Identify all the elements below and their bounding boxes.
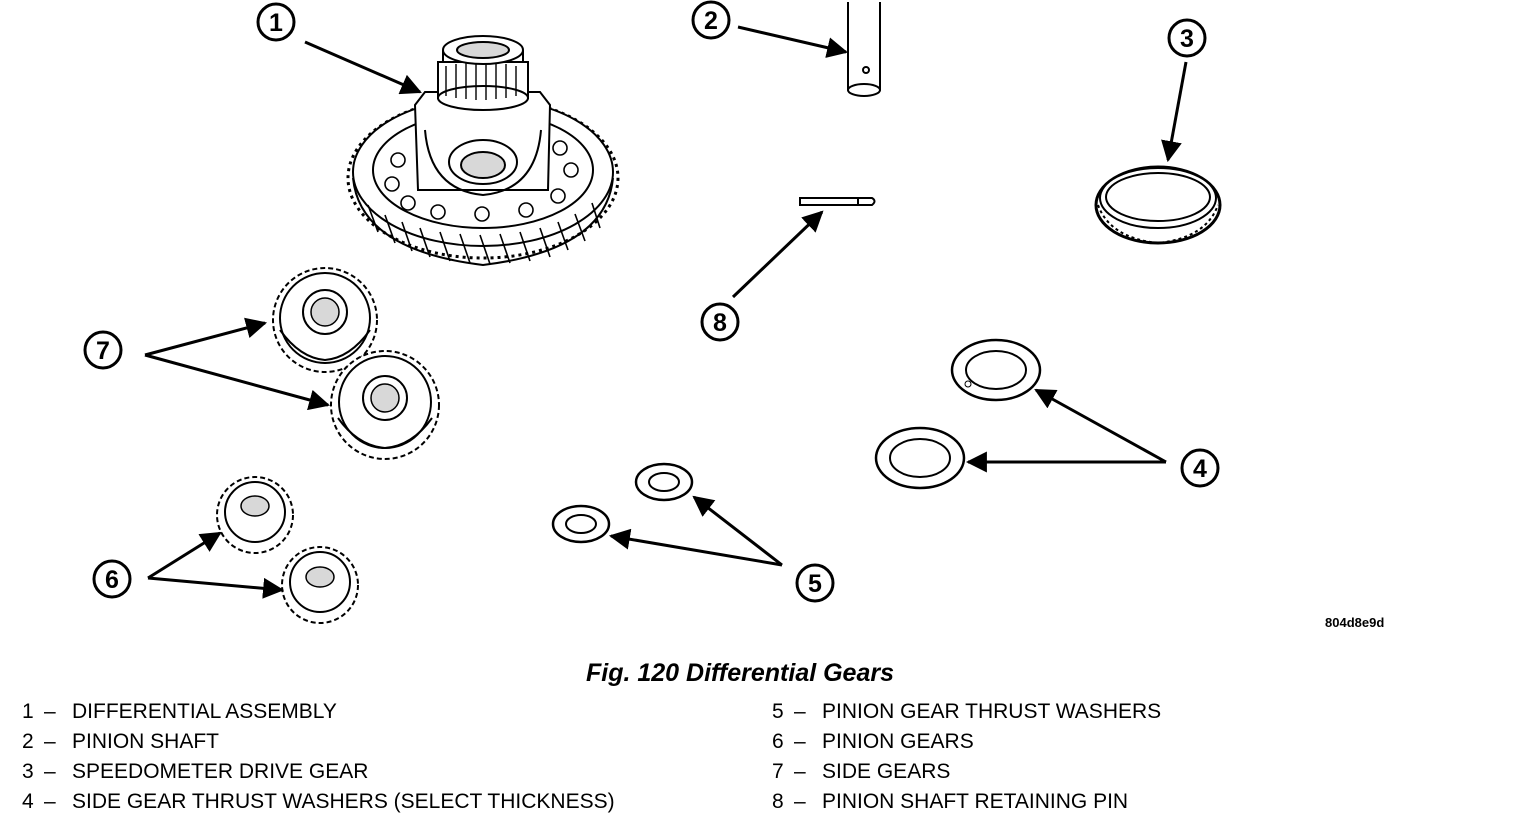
svg-text:7: 7	[96, 337, 110, 365]
arrow-1	[304, 40, 422, 95]
svg-text:1: 1	[269, 9, 283, 37]
legend-text: PINION GEARS	[822, 730, 974, 753]
arrow-5b	[608, 528, 783, 567]
legend-number: 2	[22, 730, 34, 753]
legend-item-6: 6–PINION GEARS	[772, 727, 1161, 757]
arrow-7a	[144, 317, 268, 357]
side-gear-washer-upper-drawing	[950, 338, 1042, 402]
arrow-6a	[147, 531, 222, 580]
legend-dash: –	[44, 760, 56, 783]
legend-item-2: 2–PINION SHAFT	[22, 727, 615, 757]
leader-arrows	[144, 25, 1188, 599]
legend-number: 4	[22, 790, 34, 813]
legend-item-8: 8–PINION SHAFT RETAINING PIN	[772, 787, 1161, 817]
arrow-4a	[1034, 388, 1167, 464]
legend-dash: –	[44, 790, 56, 813]
retaining-pin-drawing	[799, 197, 876, 206]
legend-text: PINION GEAR THRUST WASHERS	[822, 700, 1162, 723]
pinion-gear-upper-drawing	[216, 476, 294, 554]
legend-text: SIDE GEAR THRUST WASHERS (SELECT THICKNE…	[72, 790, 615, 813]
callout-5: 5	[795, 563, 835, 603]
callout-1: 1	[256, 2, 296, 42]
callout-7: 7	[83, 330, 123, 370]
legend-item-5: 5–PINION GEAR THRUST WASHERS	[772, 697, 1161, 727]
side-gear-upper-drawing	[272, 267, 378, 373]
legend-item-7: 7–SIDE GEARS	[772, 757, 1161, 787]
diagram-figure: 1 2 3 4 5 6 7 8 804d8e9d	[83, 0, 1384, 630]
callout-6: 6	[92, 559, 132, 599]
pinion-shaft-drawing	[847, 2, 881, 97]
legend-text: DIFFERENTIAL ASSEMBLY	[72, 700, 337, 723]
arrow-2	[737, 25, 849, 58]
side-gear-washer-lower-drawing	[874, 426, 966, 490]
image-code: 804d8e9d	[1325, 615, 1384, 630]
svg-text:6: 6	[105, 566, 119, 594]
legend-number: 1	[22, 700, 34, 723]
legend-number: 5	[772, 700, 784, 723]
pinion-washer-upper-drawing	[634, 462, 694, 502]
legend-number: 6	[772, 730, 784, 753]
legend-left-column: 1–DIFFERENTIAL ASSEMBLY 2–PINION SHAFT 3…	[22, 697, 615, 817]
legend-dash: –	[44, 730, 56, 753]
legend-item-3: 3–SPEEDOMETER DRIVE GEAR	[22, 757, 615, 787]
arrow-7b	[144, 353, 331, 411]
legend-number: 3	[22, 760, 34, 783]
arrow-8	[731, 210, 824, 299]
legend-text: PINION SHAFT	[72, 730, 220, 753]
svg-text:5: 5	[808, 570, 822, 598]
legend-item-4: 4–SIDE GEAR THRUST WASHERS (SELECT THICK…	[22, 787, 615, 817]
legend-number: 8	[772, 790, 784, 813]
legend-dash: –	[44, 700, 56, 723]
legend-dash: –	[794, 760, 806, 783]
legend-number: 7	[772, 760, 784, 783]
legend-dash: –	[794, 700, 806, 723]
pinion-washer-lower-drawing	[551, 504, 611, 544]
pinion-gear-lower-drawing	[281, 546, 359, 624]
svg-text:2: 2	[704, 7, 718, 35]
svg-text:4: 4	[1193, 455, 1207, 483]
callout-8: 8	[700, 302, 740, 342]
legend-text: SIDE GEARS	[822, 760, 951, 783]
legend-text: SPEEDOMETER DRIVE GEAR	[72, 760, 369, 783]
differential-assembly-drawing	[346, 35, 620, 267]
speedometer-drive-gear-drawing	[1094, 165, 1222, 245]
side-gear-lower-drawing	[330, 350, 440, 460]
legend-text: PINION SHAFT RETAINING PIN	[822, 790, 1129, 813]
legend-dash: –	[794, 790, 806, 813]
arrow-3	[1161, 61, 1188, 163]
callout-3: 3	[1167, 18, 1207, 58]
legend-item-1: 1–DIFFERENTIAL ASSEMBLY	[22, 697, 615, 727]
arrow-5a	[692, 495, 783, 567]
callout-4: 4	[1180, 448, 1220, 488]
legend-right-column: 5–PINION GEAR THRUST WASHERS 6–PINION GE…	[772, 697, 1161, 817]
svg-text:8: 8	[713, 309, 727, 337]
arrow-6b	[147, 576, 285, 599]
svg-text:3: 3	[1180, 25, 1194, 53]
legend-dash: –	[794, 730, 806, 753]
figure-caption: Fig. 120 Differential Gears	[586, 659, 894, 687]
callout-2: 2	[691, 0, 731, 40]
